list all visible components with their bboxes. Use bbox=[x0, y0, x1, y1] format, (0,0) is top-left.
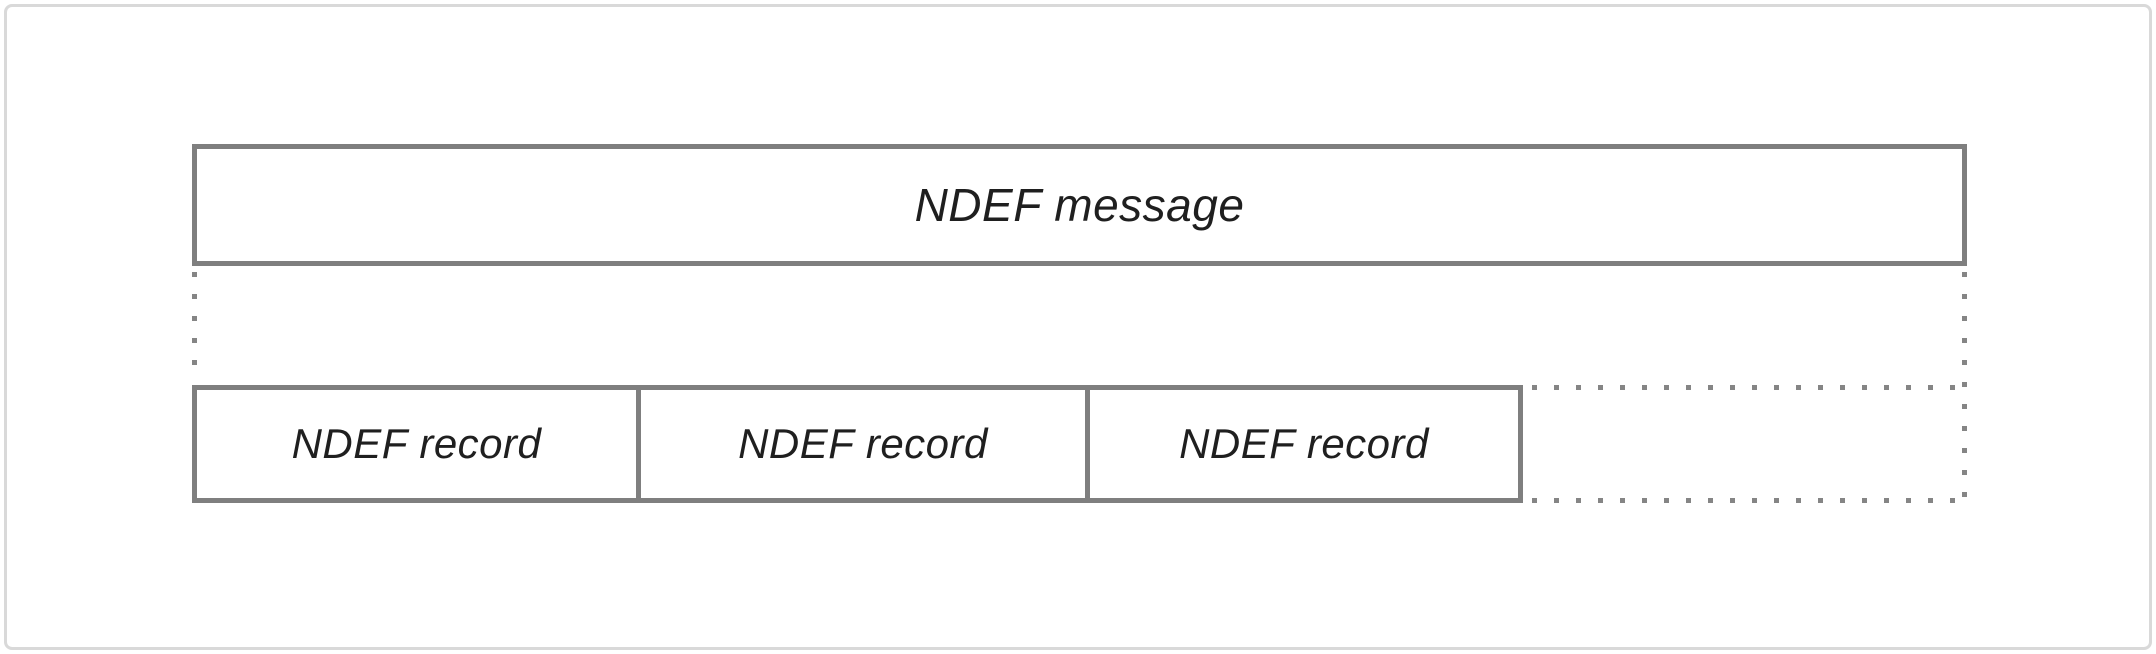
expansion-line-left bbox=[192, 272, 197, 380]
ndef-record-box-1: NDEF record bbox=[192, 385, 641, 503]
ndef-record-label-2: NDEF record bbox=[738, 420, 988, 467]
continuation-line-bottom bbox=[1532, 498, 1958, 503]
ndef-message-box: NDEF message bbox=[192, 144, 1967, 266]
ndef-record-label-3: NDEF record bbox=[1179, 420, 1429, 467]
ndef-record-box-3: NDEF record bbox=[1085, 385, 1523, 503]
continuation-line-top bbox=[1532, 385, 1958, 390]
outer-frame bbox=[4, 4, 2152, 650]
ndef-message-label: NDEF message bbox=[914, 179, 1245, 231]
expansion-line-right bbox=[1962, 272, 1967, 503]
ndef-record-box-2: NDEF record bbox=[636, 385, 1090, 503]
ndef-record-label-1: NDEF record bbox=[291, 420, 542, 467]
